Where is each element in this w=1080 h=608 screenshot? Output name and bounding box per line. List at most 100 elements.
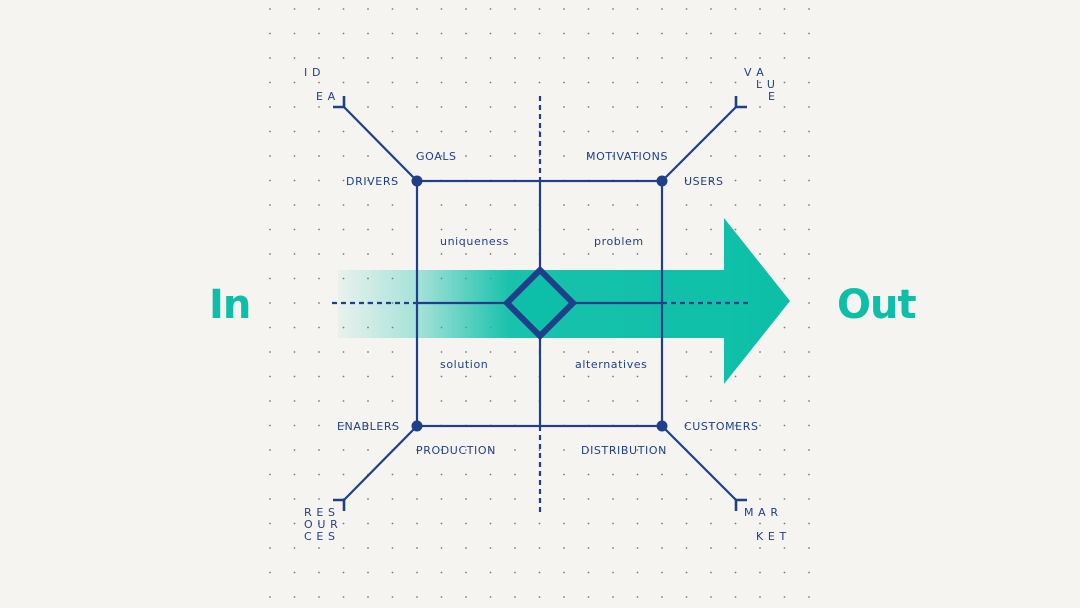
- grid-dot: [783, 400, 786, 402]
- grid-dot: [759, 547, 761, 549]
- grid-dot: [808, 375, 810, 378]
- grid-dot: [808, 473, 810, 476]
- grid-dot: [342, 400, 345, 402]
- label-solution: solution: [440, 358, 488, 371]
- grid-dot: [538, 522, 541, 525]
- grid-dot: [710, 81, 712, 84]
- grid-dot: [391, 32, 394, 35]
- grid-dot: [759, 424, 761, 427]
- grid-dot: [318, 424, 320, 427]
- grid-dot: [367, 351, 369, 353]
- grid-dot: [293, 571, 296, 574]
- grid-dot: [759, 253, 761, 255]
- connector-resources: [343, 425, 418, 501]
- grid-dot: [710, 204, 712, 206]
- grid-dot: [318, 375, 320, 378]
- grid-dot: [563, 400, 565, 402]
- grid-dot: [514, 351, 516, 353]
- grid-dot: [269, 204, 271, 206]
- grid-dot: [587, 81, 590, 84]
- grid-dot: [783, 498, 786, 500]
- connector-market: [661, 425, 737, 501]
- grid-dot: [563, 204, 565, 206]
- label-distribution: DISTRIBUTION: [581, 444, 667, 457]
- grid-dot: [710, 571, 712, 574]
- connector-idea: [343, 106, 418, 182]
- grid-dot: [808, 155, 810, 157]
- grid-dot: [391, 253, 394, 255]
- grid-dot: [685, 375, 688, 378]
- grid-dot: [808, 326, 810, 329]
- bracket-value: [734, 96, 747, 109]
- grid-dot: [293, 8, 296, 10]
- grid-dot: [636, 155, 639, 157]
- grid-dot: [612, 204, 614, 206]
- grid-dot: [734, 547, 737, 549]
- label-uniqueness: uniqueness: [440, 235, 509, 248]
- grid-dot: [342, 351, 345, 353]
- grid-dot: [269, 228, 271, 231]
- grid-dot: [710, 424, 712, 427]
- grid-dot: [269, 32, 271, 35]
- grid-dot: [318, 400, 320, 402]
- grid-dot: [563, 253, 565, 255]
- grid-dot: [342, 375, 345, 378]
- grid-dot: [759, 130, 761, 133]
- in-label: In: [209, 282, 250, 328]
- grid-dot: [489, 253, 492, 255]
- grid-dot: [734, 522, 737, 525]
- grid-dot: [710, 8, 712, 10]
- label-production: PRODUCTION: [416, 444, 496, 457]
- grid-dot: [710, 253, 712, 255]
- grid-dot: [293, 106, 296, 108]
- grid-dot: [759, 473, 761, 476]
- bracket-idea: [333, 96, 346, 109]
- grid-dot: [734, 32, 737, 35]
- grid-dot: [514, 130, 516, 133]
- grid-dot: [440, 547, 443, 549]
- grid-dot: [269, 449, 271, 451]
- grid-dot: [808, 228, 810, 231]
- grid-dot: [661, 57, 663, 59]
- grid-dot: [318, 130, 320, 133]
- grid-dot: [514, 400, 516, 402]
- grid-dot: [342, 596, 345, 598]
- grid-dot: [808, 253, 810, 255]
- grid-dot: [489, 498, 492, 500]
- grid-dot: [612, 228, 614, 231]
- grid-dot: [636, 204, 639, 206]
- node-customers: [656, 420, 668, 432]
- grid-dot: [612, 130, 614, 133]
- grid-dot: [514, 473, 516, 476]
- grid-dot: [685, 130, 688, 133]
- grid-dot: [293, 253, 296, 255]
- grid-dot: [587, 57, 590, 59]
- grid-dot: [416, 449, 418, 451]
- grid-dot: [489, 8, 492, 10]
- grid-dot: [563, 547, 565, 549]
- grid-dot: [636, 547, 639, 549]
- grid-dot: [685, 8, 688, 10]
- grid-dot: [710, 32, 712, 35]
- grid-dot: [293, 277, 296, 280]
- grid-dot: [391, 424, 394, 427]
- label-resources-line-3: C E S: [304, 530, 336, 543]
- grid-dot: [489, 228, 492, 231]
- grid-dot: [489, 57, 492, 59]
- grid-dot: [710, 106, 712, 108]
- grid-dot: [636, 449, 639, 451]
- grid-dot: [759, 351, 761, 353]
- grid-dot: [808, 57, 810, 59]
- grid-dot: [661, 571, 663, 574]
- grid-dot: [538, 449, 541, 451]
- grid-dot: [612, 571, 614, 574]
- grid-dot: [636, 571, 639, 574]
- grid-dot: [489, 81, 492, 84]
- grid-dot: [612, 351, 614, 353]
- grid-dot: [440, 81, 443, 84]
- grid-dot: [587, 449, 590, 451]
- grid-dot: [612, 596, 614, 598]
- grid-dot: [783, 424, 786, 427]
- grid-dot: [440, 130, 443, 133]
- grid-dot: [636, 498, 639, 500]
